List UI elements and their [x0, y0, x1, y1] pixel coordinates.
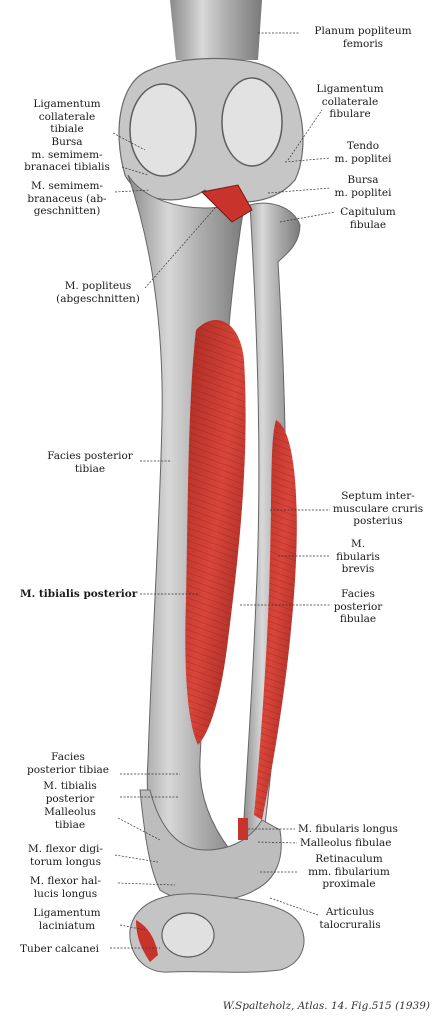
label-m-flexor-digitorum: M. flexor digi- torum longus — [28, 843, 103, 868]
label-facies-post-tibiae: Facies posterior tibiae — [47, 450, 133, 475]
label-m-fibularis-brevis: M. fibularis brevis — [336, 538, 380, 575]
label-malleolus-fibulae: Malleolus fibulae — [300, 837, 392, 849]
label-m-flexor-hallucis: M. flexor hal- lucis longus — [29, 875, 102, 900]
calcaneus — [161, 912, 215, 958]
label-bursa-semimemb: Bursa m. semimem- branacei tibialis — [24, 136, 110, 173]
label-planum-popliteum: Planum popliteum femoris — [314, 25, 412, 50]
label-m-semimemb: M. semimem- branaceus (ab- geschnitten) — [27, 180, 107, 217]
fibularis-longus-tendon — [238, 818, 248, 840]
label-lig-collaterale-fibulare: Ligamentum collaterale fibulare — [316, 83, 384, 120]
popliteus-muscle — [200, 184, 253, 223]
label-facies-post-fibulae: Facies posterior fibulae — [333, 588, 383, 625]
label-lig-laciniatum: Ligamentum laciniatum — [33, 907, 101, 932]
label-m-tibialis-post-2: M. tibialis posterior — [43, 780, 97, 805]
lateral-condyle — [221, 77, 283, 167]
label-facies-post-tibiae-2: Facies posterior tibiae — [26, 751, 110, 776]
label-malleolus-tibiae: Malleolus tibiae — [44, 806, 96, 831]
leader-lines — [110, 32, 336, 949]
label-tendo-poplitei: Tendo m. poplitei — [334, 140, 392, 165]
foot — [129, 893, 305, 973]
femur-shaft — [170, 0, 262, 60]
laciniate-ligament-tissue — [136, 920, 158, 962]
label-septum: Septum inter- musculare cruris posterius — [332, 490, 424, 527]
label-m-tibialis-posterior: M. tibialis posterior — [20, 588, 138, 600]
medial-condyle — [129, 83, 197, 177]
label-capitulum-fibulae: Capitulum fibulae — [340, 206, 396, 231]
figure-credit: W.Spalteholz, Atlas. 14. Fig.515 (1939) — [222, 1000, 430, 1012]
ankle-region — [139, 789, 282, 902]
label-retinaculum: Retinaculum mm. fibularium proximale — [308, 853, 390, 890]
label-articulus: Articulus talocruralis — [319, 906, 381, 931]
label-tuber-calcanei: Tuber calcanei — [20, 943, 100, 955]
label-bursa-poplitei: Bursa m. poplitei — [334, 174, 392, 199]
label-m-fibularis-longus: M. fibularis longus — [298, 823, 398, 835]
label-m-popliteus: M. popliteus (abgeschnitten) — [56, 280, 140, 305]
label-lig-collaterale-tibiale: Ligamentum collaterale tibiale — [33, 98, 101, 135]
